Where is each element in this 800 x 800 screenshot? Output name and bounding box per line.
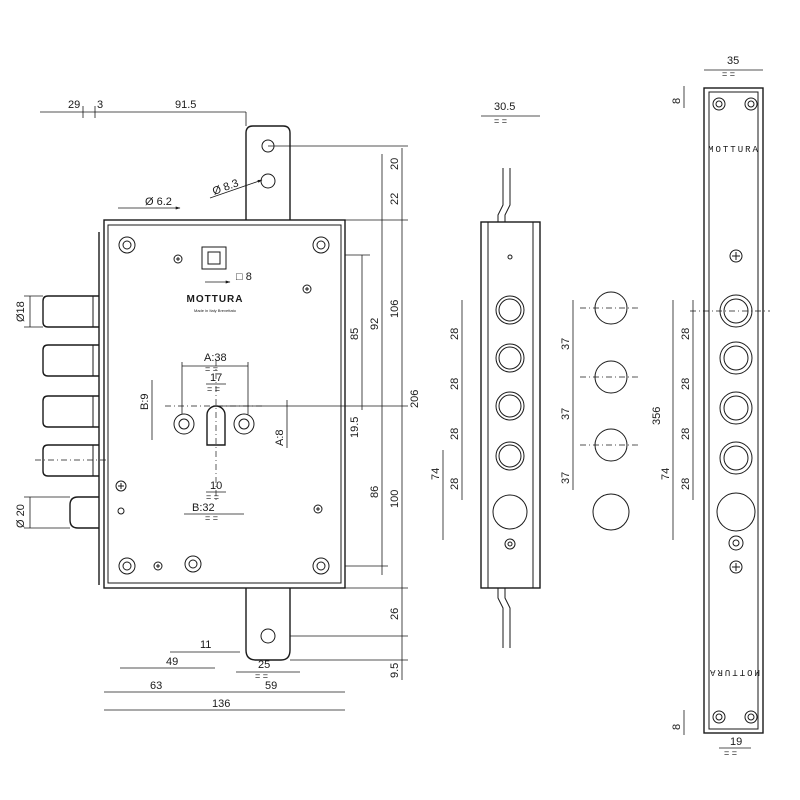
plate-dim-8-bottom: 8 [671, 724, 683, 730]
case-screws [115, 236, 330, 575]
dim-b32-eq: = = [205, 513, 218, 523]
dim-v-20: 20 [389, 158, 401, 170]
dim-a38: A:38 [204, 352, 227, 364]
dim-91-5: 91.5 [175, 99, 196, 111]
side-pitch-1: 28 [449, 328, 461, 340]
front-dimensions: 29 3 91.5 Ø 6.2 Ø 8.3 □ 8 Ø18 Ø 20 A:38 … [15, 99, 421, 711]
top-mounting-tab [245, 125, 291, 220]
dim-v-92: 92 [369, 318, 381, 330]
plate-pitch-4: 28 [680, 478, 692, 490]
plate-dim-19: 19 [730, 736, 742, 748]
side-pitch-2: 28 [449, 378, 461, 390]
dim-10-eq: = = [206, 492, 219, 502]
dim-v-9-5: 9.5 [389, 663, 401, 678]
dim-square-8: □ 8 [236, 271, 252, 283]
plate-pitch-3: 28 [680, 428, 692, 440]
side-bolt-heads [492, 295, 528, 550]
lock-side-view: 30.5 = = 28 28 28 28 74 [430, 101, 541, 648]
dim-b9: B:9 [139, 393, 151, 410]
bottom-mounting-tab [245, 588, 291, 661]
dim-d18-bolt: Ø18 [15, 301, 27, 322]
lock-case [103, 219, 346, 589]
square-spindle-hole [201, 246, 227, 270]
side-pitch-4: 28 [449, 478, 461, 490]
brand-logo: MOTTURA [187, 294, 244, 305]
dim-30-5: 30.5 [494, 101, 515, 113]
dim-v-86: 86 [369, 486, 381, 498]
dim-a8: A:8 [274, 429, 286, 446]
dim-d6-2: Ø 6.2 [145, 196, 172, 208]
dim-v-19-5: 19.5 [349, 417, 361, 438]
dim-d20-latch: Ø 20 [15, 504, 27, 528]
plate-dim-356: 356 [651, 407, 663, 425]
side-dim-74: 74 [430, 468, 442, 480]
lock-front-view: MOTTURA Made in Italy Brevettato [35, 125, 346, 661]
dim-49: 49 [166, 656, 178, 668]
dim-b32: B:32 [192, 502, 215, 514]
dim-v-85: 85 [349, 328, 361, 340]
dim-25: 25 [258, 659, 270, 671]
dim-d8-3: Ø 8.3 [211, 177, 240, 197]
dim-v-26: 26 [389, 608, 401, 620]
dim-17-eq: = = [207, 384, 220, 394]
plate-pitch-1: 28 [680, 328, 692, 340]
faceplate-view: MOTTURA MOTTURA 35 = = 8 8 19 = = 28 28 … [651, 55, 770, 758]
dim-29: 29 [68, 99, 80, 111]
dim-25-eq: = = [255, 671, 268, 681]
plate-dim-35-eq: = = [722, 69, 735, 79]
dim-30-5-eq: = = [494, 116, 507, 126]
dim-11: 11 [200, 639, 211, 651]
bolt-pitch-3: 37 [560, 472, 572, 484]
plate-pitch-2: 28 [680, 378, 692, 390]
faceplate-brand-bottom: MOTTURA [708, 667, 760, 677]
dim-10: 10 [210, 480, 222, 492]
deadbolts [35, 295, 108, 477]
dim-a38-eq: = = [205, 364, 218, 374]
brand-subtext: Made in Italy Brevettato [194, 308, 237, 313]
dim-136: 136 [212, 698, 230, 710]
dim-3: 3 [97, 99, 103, 111]
plate-dim-74: 74 [660, 468, 672, 480]
bolt-pitch-2: 37 [560, 408, 572, 420]
dim-17: 17 [210, 372, 222, 384]
plate-dim-35: 35 [727, 55, 739, 67]
faceplate-brand-top: MOTTURA [708, 145, 760, 155]
bolt-profile-view: 37 37 37 [560, 291, 640, 531]
dim-v-100: 100 [389, 490, 401, 508]
dim-59: 59 [265, 680, 277, 692]
latch-bolt [69, 496, 99, 529]
dim-v-106: 106 [389, 300, 401, 318]
plate-dim-8-top: 8 [671, 98, 683, 104]
dim-v-206: 206 [409, 390, 421, 408]
dim-v-22: 22 [389, 193, 401, 205]
side-pitch-3: 28 [449, 428, 461, 440]
plate-dim-19-eq: = = [724, 748, 737, 758]
bolt-pitch-1: 37 [560, 338, 572, 350]
dim-63: 63 [150, 680, 162, 692]
